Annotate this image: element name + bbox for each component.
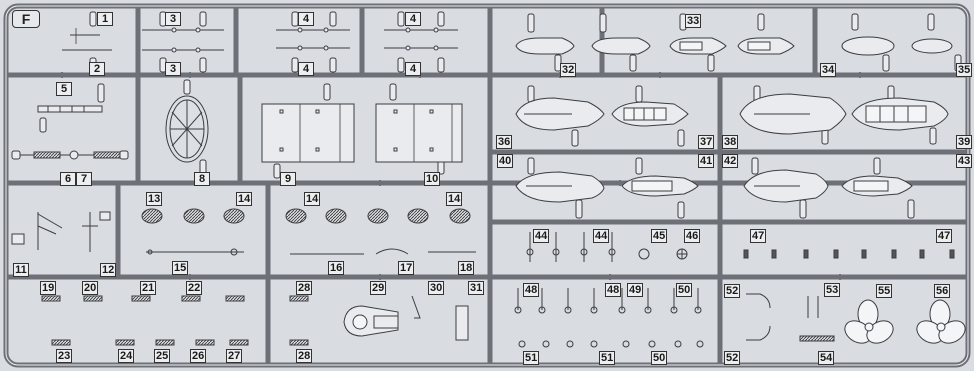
part-number-label: 46 [684, 229, 701, 243]
part-number-label: 42 [722, 154, 739, 168]
part-number-label: 55 [876, 284, 893, 298]
part-number-label: 34 [820, 63, 837, 77]
part-number-label: 3 [165, 12, 181, 26]
part-number-label: 53 [824, 283, 841, 297]
part-number-label: 36 [496, 135, 513, 149]
part-number-label: 26 [190, 349, 207, 363]
part-number-label: 4 [405, 62, 421, 76]
part-number-label: 10 [424, 172, 441, 186]
part-number-label: 47 [936, 229, 953, 243]
part-52 [746, 293, 771, 341]
part-8 [165, 95, 209, 163]
part-number-label: 12 [100, 263, 117, 277]
part-number-label: 35 [956, 63, 973, 77]
part-number-label: 39 [956, 135, 973, 149]
part-number-label: 56 [934, 284, 951, 298]
part-number-label: 23 [56, 349, 73, 363]
part-number-label: 52 [724, 351, 741, 365]
part-10 [375, 103, 463, 163]
part-number-label: 2 [89, 62, 105, 76]
part-number-label: 44 [593, 229, 610, 243]
part-number-label: 7 [76, 172, 92, 186]
part-6-7 [11, 150, 129, 160]
part-number-label: 1 [97, 12, 113, 26]
part-48-51 [514, 288, 704, 348]
part-number-label: 24 [118, 349, 135, 363]
part-number-label: 20 [82, 281, 99, 295]
part-30-31 [411, 295, 469, 341]
part-number-label: 28 [296, 349, 313, 363]
part-number-label: 41 [698, 154, 715, 168]
part-number-label: 43 [956, 154, 973, 168]
part-number-label: 54 [818, 351, 835, 365]
part-number-label: 8 [194, 172, 210, 186]
part-number-label: 48 [605, 283, 622, 297]
part-3 [142, 27, 224, 53]
part-number-label: 32 [560, 63, 577, 77]
part-number-label: 17 [398, 261, 415, 275]
part-29 [343, 305, 399, 337]
part-number-label: 38 [722, 135, 739, 149]
part-number-label: 45 [651, 229, 668, 243]
propellers [844, 299, 966, 344]
part-number-label: 51 [599, 351, 616, 365]
part-4-left [276, 27, 350, 51]
hull-40-43 [515, 169, 913, 203]
part-number-label: 13 [146, 192, 163, 206]
part-number-label: 4 [405, 12, 421, 26]
part-number-label: 3 [165, 62, 181, 76]
part-number-label: 33 [685, 14, 702, 28]
part-number-label: 15 [172, 261, 189, 275]
part-13-14 [141, 208, 471, 224]
part-number-label: 40 [497, 154, 514, 168]
part-number-label: 30 [428, 281, 445, 295]
sprue-letter-label: F [12, 10, 40, 28]
part-9 [261, 103, 355, 163]
part-44-46 [526, 232, 688, 262]
part-number-label: 52 [724, 284, 741, 298]
part-number-label: 48 [523, 283, 540, 297]
part-number-label: 4 [298, 12, 314, 26]
part-47 [743, 249, 955, 259]
part-number-label: 19 [40, 281, 57, 295]
part-19-27 [41, 295, 309, 346]
part-number-label: 29 [370, 281, 387, 295]
part-5 [37, 105, 103, 113]
part-number-label: 31 [468, 281, 485, 295]
part-number-label: 44 [533, 229, 550, 243]
part-number-label: 14 [304, 192, 321, 206]
part-number-label: 4 [298, 62, 314, 76]
part-number-label: 37 [698, 135, 715, 149]
part-15-18 [146, 248, 476, 256]
part-number-label: 28 [296, 281, 313, 295]
part-number-label: 22 [186, 281, 203, 295]
part-4-right [384, 27, 458, 51]
part-number-label: 5 [56, 82, 72, 96]
part-11-12 [11, 211, 111, 252]
part-number-label: 50 [651, 351, 668, 365]
part-number-label: 27 [226, 349, 243, 363]
part-number-label: 21 [140, 281, 157, 295]
part-number-label: 16 [328, 261, 345, 275]
part-number-label: 49 [627, 283, 644, 297]
part-number-label: 11 [13, 263, 29, 277]
part-1-2 [62, 28, 112, 51]
part-number-label: 9 [280, 172, 296, 186]
part-53-54 [799, 296, 835, 342]
part-number-label: 18 [458, 261, 475, 275]
part-number-label: 25 [154, 349, 171, 363]
part-number-label: 6 [60, 172, 76, 186]
part-number-label: 51 [523, 351, 540, 365]
part-number-label: 50 [676, 283, 693, 297]
hull-32-row [515, 36, 953, 56]
part-number-label: 14 [236, 192, 253, 206]
hull-36-39 [515, 93, 949, 135]
part-number-label: 47 [750, 229, 767, 243]
part-number-label: 14 [446, 192, 463, 206]
